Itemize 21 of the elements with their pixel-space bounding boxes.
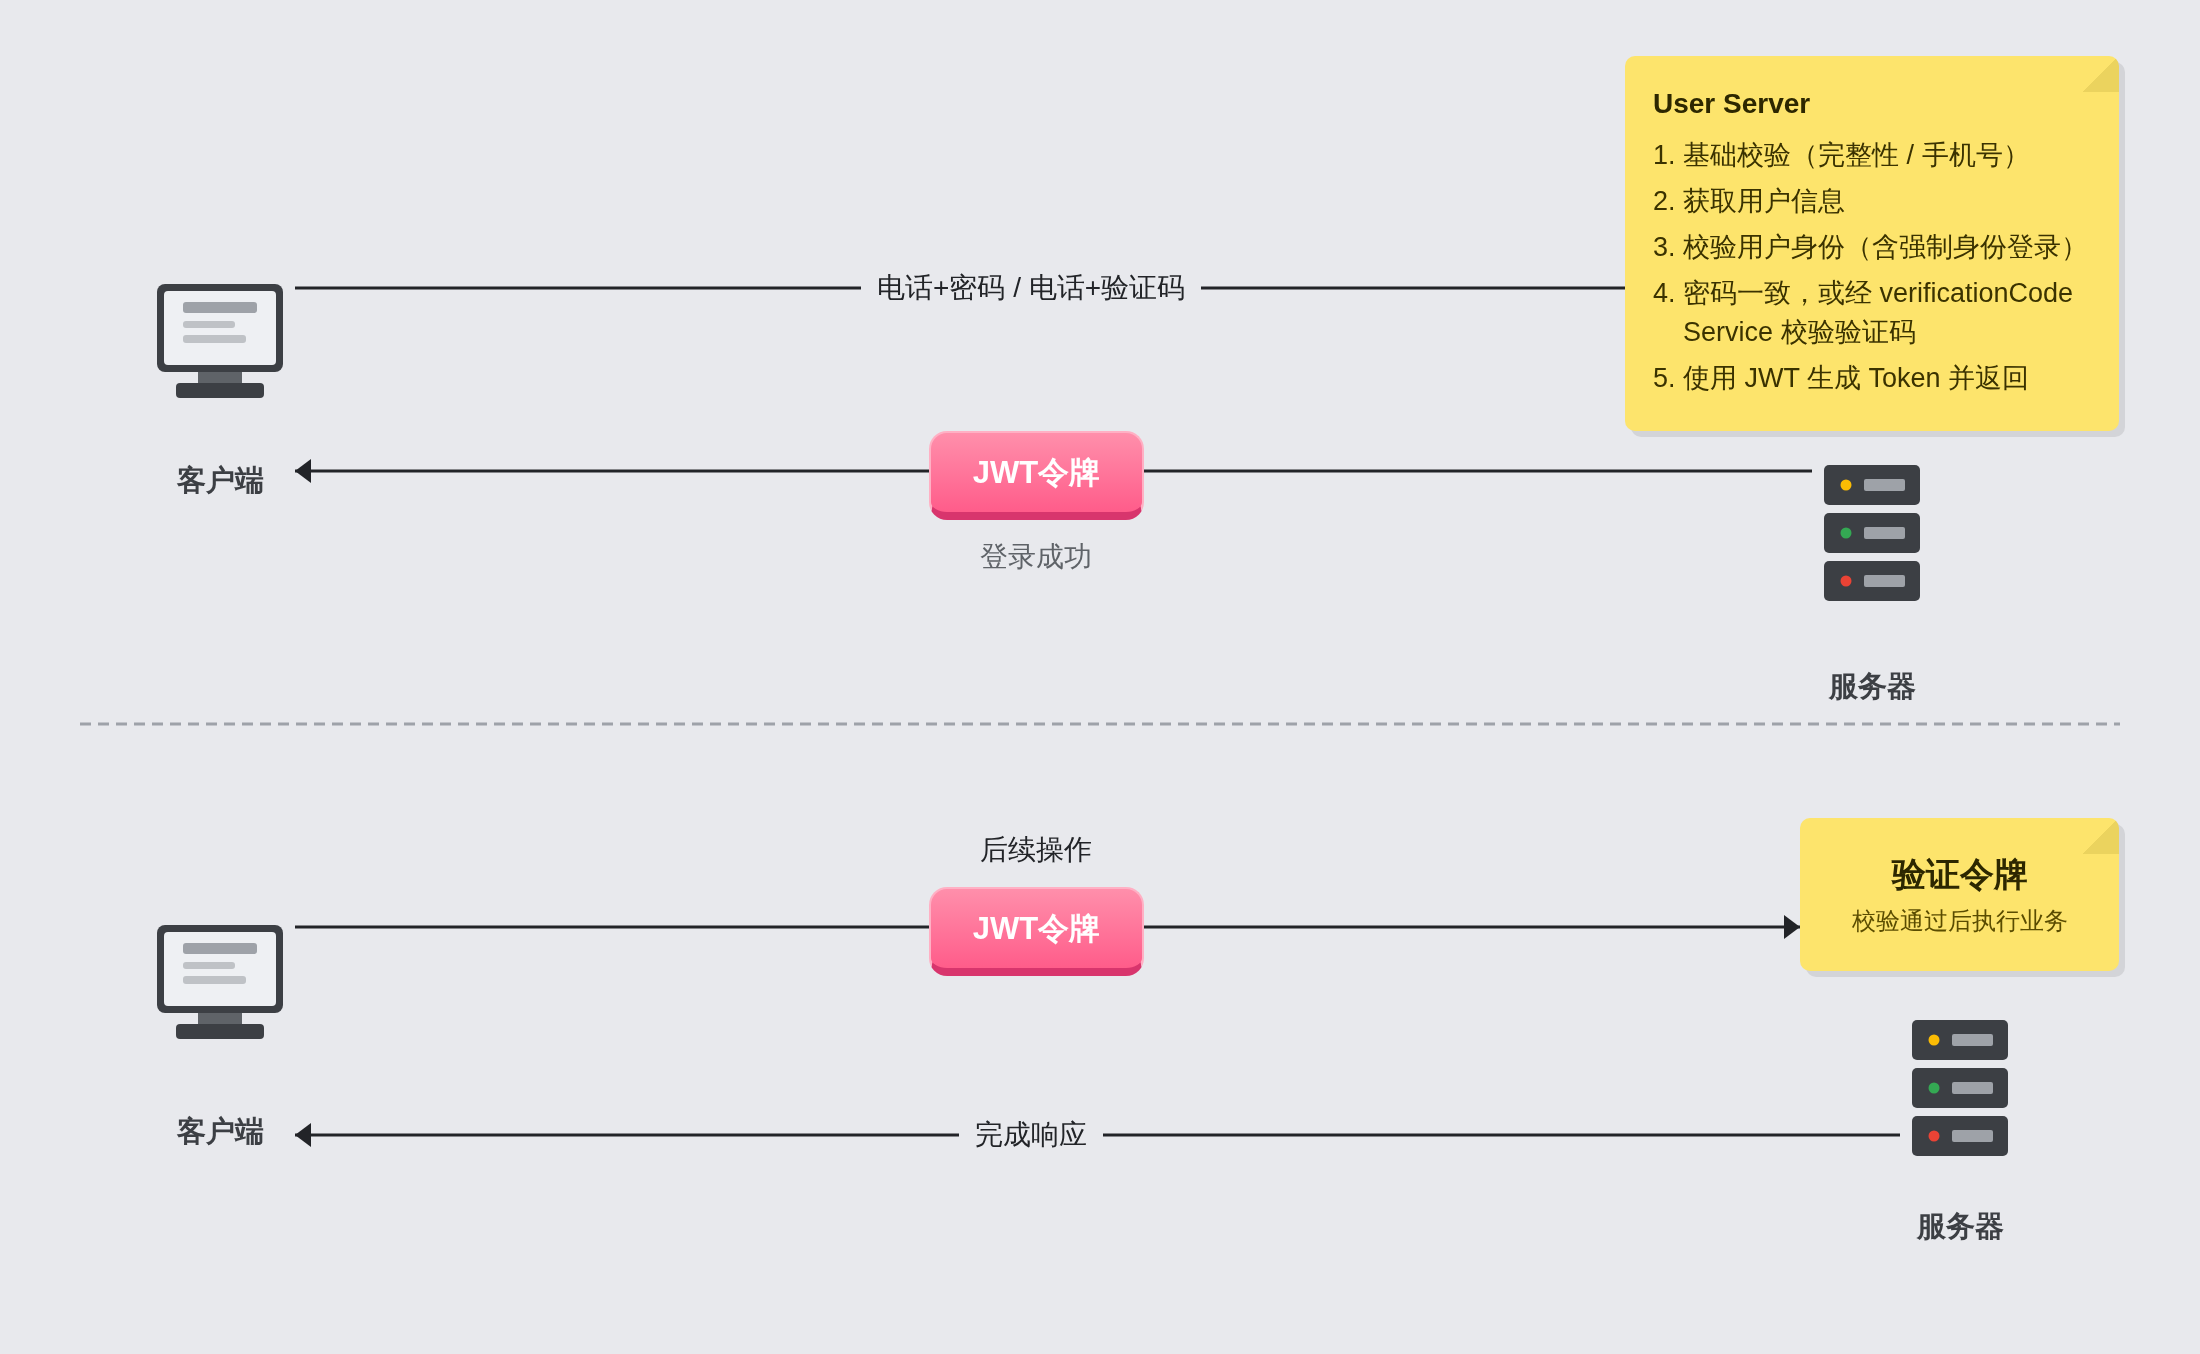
pill-badge: JWT令牌 — [929, 887, 1144, 976]
list-item: 5. 使用 JWT 生成 Token 并返回 — [1653, 362, 2031, 395]
node-label: 客户端 — [176, 1114, 264, 1149]
list-item: 2. 获取用户信息 — [1653, 185, 1847, 218]
arrow — [295, 459, 929, 483]
connector-line — [1144, 469, 1812, 473]
list-item: 4. 密码一致，或经 verificationCode Service 校验验证码 — [1653, 277, 2075, 349]
note-title: User Server — [1653, 87, 1812, 121]
node-label: 登录成功 — [980, 540, 1092, 574]
note-text: 校验通过后执行业务 — [1851, 906, 2068, 936]
connector-line — [295, 925, 929, 929]
note-title: 验证令牌 — [1891, 854, 2028, 895]
list-item: 3. 校验用户身份（含强制身份登录） — [1653, 231, 2090, 264]
pill-badge: JWT令牌 — [929, 431, 1144, 520]
list-item: 1. 基础校验（完整性 / 手机号） — [1653, 139, 2031, 172]
node-label: 服务器 — [1828, 669, 1916, 704]
node-label: 后续操作 — [980, 833, 1092, 867]
arrow — [1144, 915, 1800, 939]
node-label: 服务器 — [1916, 1209, 2004, 1244]
arrow — [295, 1123, 1900, 1147]
node-label: 客户端 — [176, 463, 264, 498]
